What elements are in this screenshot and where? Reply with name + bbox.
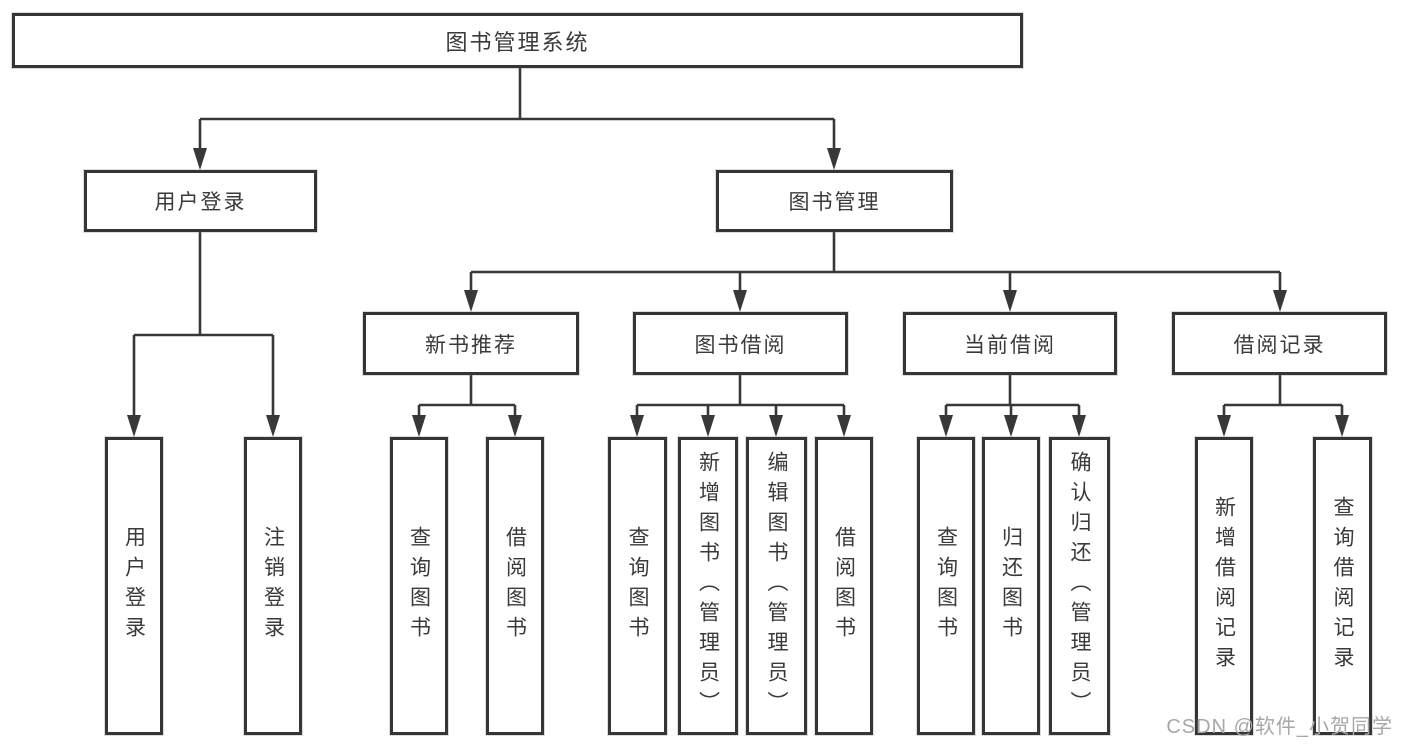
node-edit-book-admin: 编辑图书（管理员） [746,437,807,735]
node-label: 注销登录 [261,526,285,646]
node-add-borrow-record: 新增借阅记录 [1195,437,1253,735]
node-label: 编辑图书（管理员） [765,451,788,721]
node-user-login: 用户登录 [84,170,317,232]
node-user-login-leaf: 用户登录 [105,437,163,735]
node-label: 借阅图书 [832,526,856,646]
node-borrow-records: 借阅记录 [1172,312,1387,375]
node-book-borrow: 图书借阅 [633,312,848,375]
connector-borrow-records-children [1217,375,1349,437]
node-label: 新增借阅记录 [1212,496,1236,676]
node-new-book-recommend: 新书推荐 [363,312,579,375]
node-label: 借阅图书 [503,526,527,646]
connector-root-to-level2 [193,68,841,170]
node-borrow-books-leaf: 借阅图书 [815,437,873,735]
node-label: 查询图书 [626,526,649,646]
node-label: 新增图书（管理员） [696,451,720,721]
csdn-watermark: CSDN @软件_小贺同学 [1166,716,1393,738]
node-confirm-return-admin: 确认归还（管理员） [1049,437,1110,735]
node-label: 用户登录 [122,526,146,646]
node-query-borrow-record: 查询借阅记录 [1313,437,1372,735]
node-library-system: 图书管理系统 [12,13,1023,68]
connector-user-login-children [127,232,280,437]
connector-current-borrow-children [939,375,1086,437]
node-borrow-books-recommend: 借阅图书 [486,437,544,735]
node-current-borrow: 当前借阅 [903,312,1117,375]
connector-book-management-children [464,232,1287,312]
node-query-books-recommend: 查询图书 [390,437,448,735]
node-return-books: 归还图书 [982,437,1040,735]
node-label: 确认归还（管理员） [1068,451,1091,721]
node-label: 归还图书 [999,526,1023,646]
node-query-books-current: 查询图书 [917,437,975,735]
node-book-management: 图书管理 [716,170,953,232]
connector-book-borrow-children [630,375,851,437]
node-add-book-admin: 新增图书（管理员） [678,437,738,735]
node-label: 查询图书 [407,526,431,646]
node-label: 查询图书 [934,526,958,646]
node-logout: 注销登录 [244,437,302,735]
node-query-books-borrow: 查询图书 [608,437,667,735]
node-label: 查询借阅记录 [1331,496,1354,676]
connector-new-book-recommend-children [412,375,522,437]
